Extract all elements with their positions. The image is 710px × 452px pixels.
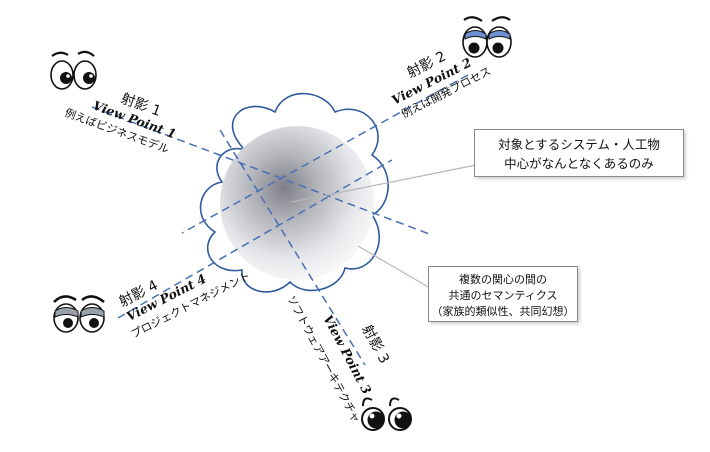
- system-sphere: [220, 126, 374, 280]
- eyes-icon-viewer-3: [362, 398, 412, 430]
- semantics-callout-line-3: （家族的類似性、共同幻想）: [429, 304, 577, 320]
- eyes-icon-viewer-2: [463, 17, 511, 57]
- viewpoint-3-labels: 射影 3 View Point 3 ソフトウェアアーキテクチャ: [284, 293, 392, 425]
- eyes-icon-viewer-4: [54, 296, 104, 332]
- semantics-callout: 複数の関心の間の 共通のセマンティクス （家族的類似性、共同幻想）: [428, 266, 578, 322]
- viewpoint-3-projection: 射影 3: [358, 322, 392, 366]
- system-callout: 対象とするシステム・人工物 中心がなんとなくあるのみ: [474, 129, 684, 177]
- semantics-callout-line-1: 複数の関心の間の: [429, 272, 577, 288]
- eyes-icon-viewer-1: [51, 52, 96, 89]
- semantics-callout-line-2: 共通のセマンティクス: [429, 288, 577, 304]
- system-callout-line-2: 中心がなんとなくあるのみ: [475, 154, 683, 173]
- system-callout-line-1: 対象とするシステム・人工物: [475, 135, 683, 154]
- callout-connector-semantics: [358, 246, 430, 288]
